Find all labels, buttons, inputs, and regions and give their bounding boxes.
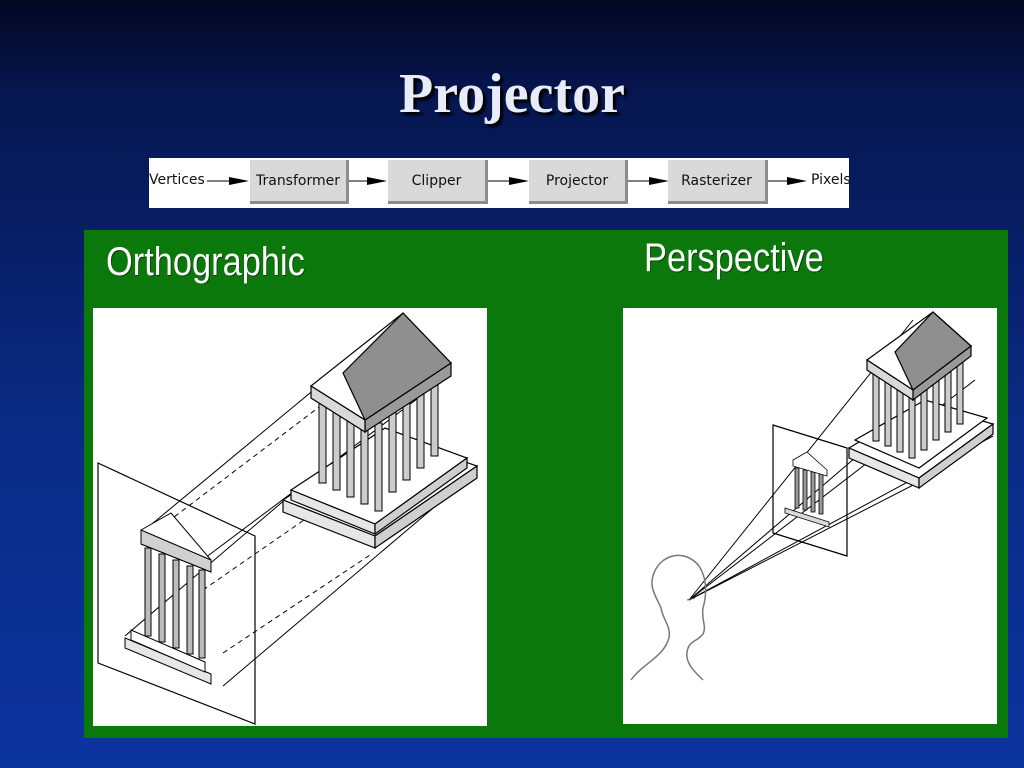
pipeline-stage-rasterizer: Rasterizer (668, 160, 768, 204)
pipeline-stage-clipper: Clipper (388, 160, 488, 204)
projection-plane (772, 424, 848, 557)
pipeline-stage-projector: Projector (529, 160, 628, 204)
pipeline-end-label: Pixels (811, 172, 849, 188)
orthographic-label: Orthographic (106, 240, 305, 284)
orthographic-temple-drawing (97, 312, 479, 725)
eye-point (686, 597, 696, 601)
arrow-head-icon (787, 177, 807, 185)
arrow-head-icon (509, 177, 529, 185)
pipeline-start-label: Vertices (149, 172, 205, 188)
perspective-illustration (623, 308, 997, 724)
pipeline-stage-transformer: Transformer (250, 160, 349, 204)
orthographic-illustration (93, 308, 487, 726)
slide-title: Projector (399, 63, 625, 125)
projection-comparison-panel: Orthographic Perspective (84, 230, 1008, 738)
viewer-head-silhouette (630, 554, 707, 681)
arrow-head-icon (367, 177, 387, 185)
arrow-head-icon (649, 177, 669, 185)
pipeline-diagram: Vertices Transformer Clipper Projector R… (149, 158, 849, 208)
pipeline-arrows (207, 177, 807, 185)
arrow-head-icon (229, 177, 249, 185)
perspective-temple-drawing (630, 311, 995, 681)
perspective-label: Perspective (644, 236, 824, 280)
